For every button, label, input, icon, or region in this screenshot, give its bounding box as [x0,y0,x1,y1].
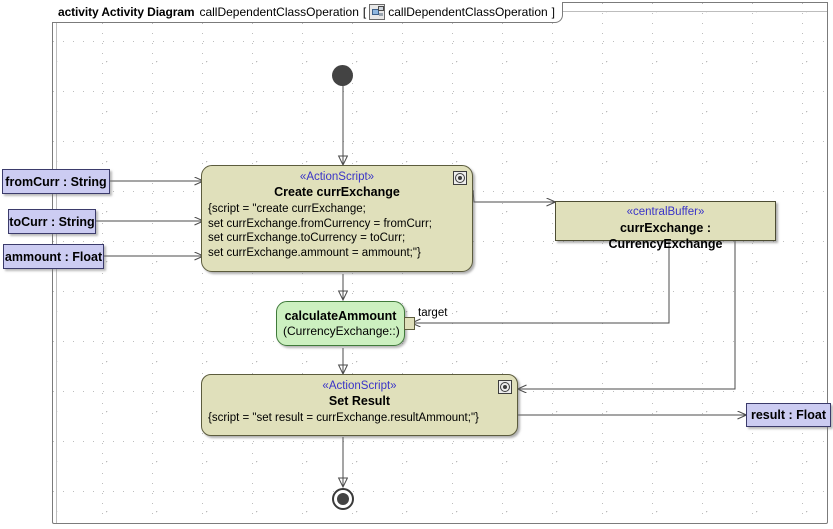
grid-row [53,441,827,442]
call-operation-owner: (CurrencyExchange::) [283,324,400,338]
grid-row [53,291,827,292]
action-stereotype: «ActionScript» [322,380,397,392]
grid-column [502,3,503,523]
grid-column [602,3,603,523]
grid-row [53,41,827,42]
parameter-label: toCurr : String [9,214,95,229]
action-script-icon [453,171,467,185]
grid-row [53,141,827,142]
icon-dot [458,176,462,180]
action-script-line: {script = "create currExchange; [208,203,366,215]
frame-keyword: activity Activity Diagram [58,5,195,19]
grid-column [752,3,753,523]
operation-icon [369,4,386,20]
action-script-line: set currExchange.toCurrency = toCurr; [208,232,406,244]
parameter-node-ammount[interactable]: ammount : Float [3,244,104,269]
action-node-set-result[interactable]: «ActionScript» Set Result {script = "set… [201,374,518,436]
frame-bracket-open: [ [362,5,367,19]
central-buffer-node[interactable]: «centralBuffer» currExchange : CurrencyE… [555,201,776,251]
parameter-label: fromCurr : String [5,174,107,189]
initial-node[interactable] [332,65,353,86]
parameter-label: result : Float [750,408,826,422]
frame-title-tab: activity Activity Diagram callDependentC… [52,2,564,23]
parameter-node-fromcurr[interactable]: fromCurr : String [2,169,110,194]
buffer-name: currExchange : CurrencyExchange [608,221,723,251]
action-script-icon [498,380,512,394]
parameter-node-tocurr[interactable]: toCurr : String [8,209,96,234]
action-stereotype: «ActionScript» [299,171,375,183]
grid-column [552,3,553,523]
final-node-inner [337,493,349,505]
icon-dot [503,385,507,389]
grid-column [652,3,653,523]
action-script-line: set currExchange.ammount = ammount;"} [208,246,421,259]
action-name: Set Result [328,394,391,408]
target-pin[interactable] [404,317,415,330]
target-pin-label: target [418,307,448,319]
call-operation-name: calculateAmmount [284,309,397,323]
action-script-line: set currExchange.fromCurrency = fromCurr… [208,217,432,230]
frame-name: callDependentClassOperation [199,5,359,19]
grid-row [53,91,827,92]
action-node-create-currexchange[interactable]: «ActionScript» Create currExchange {scri… [201,165,473,272]
grid-column [152,3,153,523]
grid-row [53,491,827,492]
frame-operation-name: callDependentClassOperation [388,5,548,19]
frame-bracket-close: ] [551,5,556,19]
action-name: Create currExchange [274,185,400,199]
call-operation-node-calculate-ammount[interactable]: calculateAmmount (CurrencyExchange::) [276,301,405,346]
grid-column [802,3,803,523]
action-script-line: {script = "set result = currExchange.res… [208,412,479,424]
buffer-stereotype: «centralBuffer» [626,206,705,218]
grid-column [702,3,703,523]
grid-row [53,341,827,342]
parameter-label: ammount : Float [4,249,103,264]
parameter-node-result[interactable]: result : Float [746,403,831,427]
activity-final-node[interactable] [332,488,354,510]
